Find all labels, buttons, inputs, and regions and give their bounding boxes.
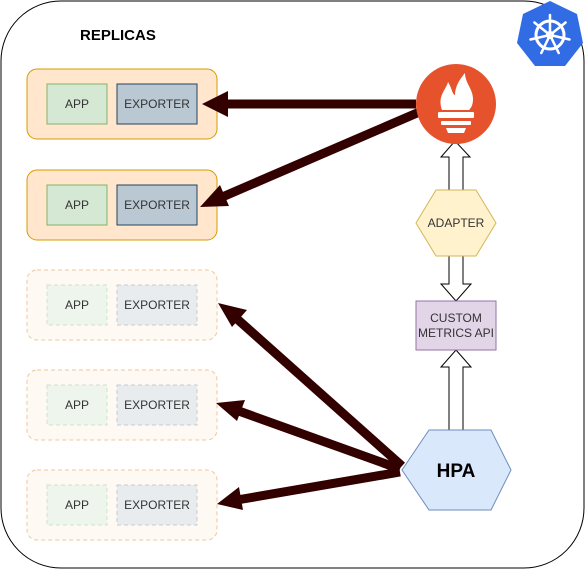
app-label: APP: [65, 97, 89, 111]
exporter-label: EXPORTER: [124, 298, 190, 312]
kubernetes-icon: [517, 1, 583, 66]
exporter-label: EXPORTER: [124, 498, 190, 512]
scrape-arrow-1: [202, 91, 416, 117]
custom-metrics-api-label-line2: METRICS API: [418, 326, 494, 340]
hpa-node: HPA: [401, 429, 512, 511]
custom-metrics-api-label-line1: CUSTOM: [430, 311, 482, 325]
replica-pod-5: APP EXPORTER: [26, 469, 218, 541]
exporter-label: EXPORTER: [124, 97, 190, 111]
exporter-label: EXPORTER: [124, 398, 190, 412]
replica-pod-2: APP EXPORTER: [26, 169, 218, 241]
exporter-box: [116, 83, 198, 125]
exporter-box: [116, 284, 198, 326]
app-label: APP: [65, 198, 89, 212]
adapter-node: ADAPTER: [415, 189, 497, 257]
app-label: APP: [65, 398, 89, 412]
adapter-label: ADAPTER: [428, 216, 485, 230]
replica-pod-3: APP EXPORTER: [26, 269, 218, 341]
flow-arrow-adapter-to-api: [439, 255, 473, 302]
prometheus-icon: [416, 64, 496, 144]
app-box: [46, 83, 108, 125]
app-label: APP: [65, 498, 89, 512]
replicas-title: REPLICAS: [80, 27, 156, 44]
exporter-box: [116, 384, 198, 426]
scale-arrow-3: [217, 467, 401, 510]
app-box: [46, 284, 108, 326]
scale-arrow-2: [216, 400, 402, 474]
custom-metrics-api-node: CUSTOM METRICS API: [415, 300, 497, 351]
app-box: [46, 384, 108, 426]
hpa-label: HPA: [437, 461, 476, 482]
scrape-arrow-2: [200, 105, 426, 207]
replica-pod-4: APP EXPORTER: [26, 369, 218, 441]
exporter-box: [116, 484, 198, 526]
exporter-label: EXPORTER: [124, 198, 190, 212]
app-box: [46, 484, 108, 526]
app-box: [46, 184, 108, 226]
app-label: APP: [65, 298, 89, 312]
exporter-box: [116, 184, 198, 226]
scale-arrow-1: [218, 303, 405, 470]
replica-pod-1: APP EXPORTER: [26, 68, 218, 140]
